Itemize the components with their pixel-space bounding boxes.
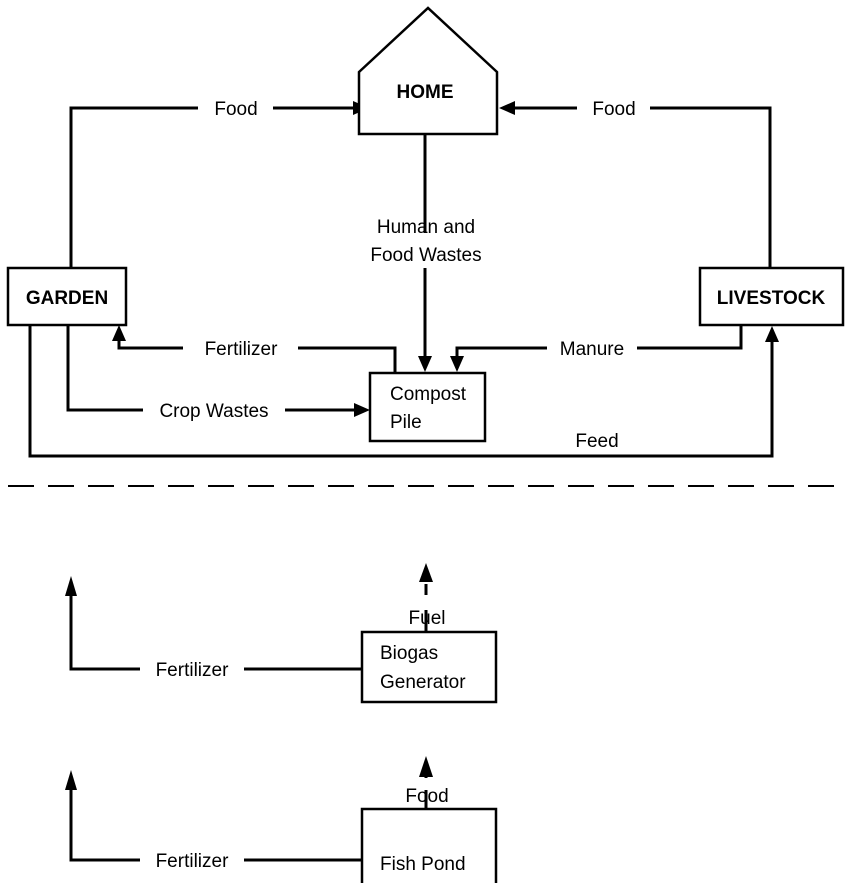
biogas-generator-node	[360, 630, 498, 704]
arrowhead-garden-bottom	[112, 325, 126, 341]
label-feed: Feed	[575, 431, 618, 452]
fish-pond-node	[360, 807, 498, 883]
home-node	[357, 6, 499, 136]
livestock-node	[698, 266, 845, 327]
arrowhead-livestock-bottom	[765, 326, 779, 342]
arrowhead-biogas-fuel	[419, 563, 433, 582]
biogas-label-line2: Generator	[380, 672, 466, 693]
label-biogas-fertilizer: Fertilizer	[156, 660, 230, 681]
edge-livestock-to-home	[513, 106, 772, 268]
edge-biogas-fertilizer	[69, 594, 362, 671]
compost-label-line1: Compost	[390, 384, 467, 405]
edge-compost-to-garden	[117, 340, 397, 373]
label-compost-fertilizer: Fertilizer	[205, 339, 279, 360]
arrowhead-pond-food	[419, 756, 433, 777]
label-garden-food: Food	[214, 99, 257, 120]
label-wastes-line1: Human and	[377, 217, 475, 238]
arrowhead-compost-left	[354, 403, 370, 417]
label-biogas-fuel: Fuel	[409, 608, 446, 629]
compost-pile-node	[368, 371, 487, 443]
label-crop-wastes: Crop Wastes	[159, 401, 268, 422]
arrowhead-compost-top	[418, 356, 432, 372]
edge-pond-fertilizer	[69, 788, 362, 862]
edge-garden-to-livestock	[28, 324, 774, 458]
home-label: HOME	[397, 82, 454, 103]
label-pond-fertilizer: Fertilizer	[156, 851, 230, 872]
label-wastes-line2: Food Wastes	[370, 245, 481, 266]
label-manure: Manure	[560, 339, 624, 360]
edge-garden-to-home	[69, 106, 355, 268]
fish-pond-label: Fish Pond	[380, 854, 466, 875]
compost-label-line2: Pile	[390, 412, 422, 433]
garden-label: GARDEN	[26, 288, 108, 309]
label-livestock-food: Food	[592, 99, 635, 120]
edge-garden-to-compost	[66, 324, 355, 412]
arrowhead-pond-fertilizer	[65, 770, 77, 790]
arrowhead-compost-right	[450, 356, 464, 372]
garden-node	[6, 266, 128, 327]
livestock-label: LIVESTOCK	[717, 288, 826, 309]
arrowhead-home-right	[499, 101, 515, 115]
arrowhead-biogas-fertilizer	[65, 576, 77, 596]
biogas-label-line1: Biogas	[380, 643, 438, 664]
edge-livestock-to-compost	[455, 324, 743, 358]
label-pond-food: Food	[405, 786, 448, 807]
